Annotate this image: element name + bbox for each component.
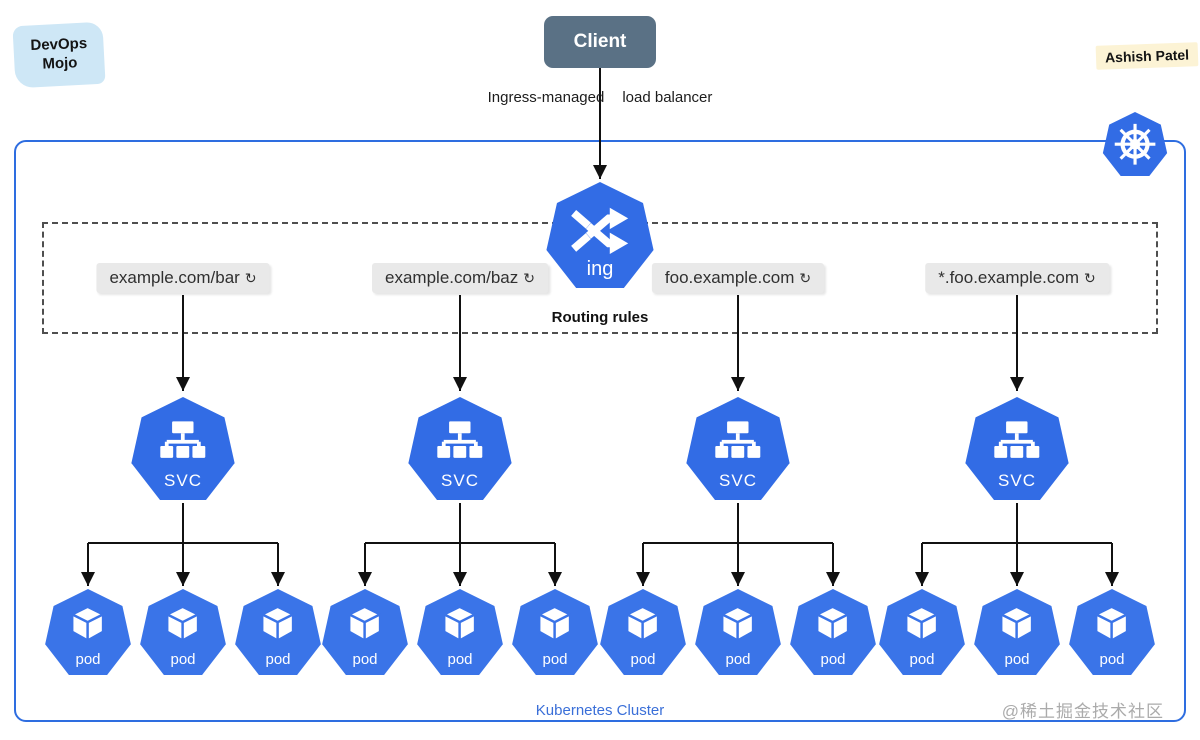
pod-node: pod [790,589,876,675]
pod-node: pod [512,589,598,675]
cube-icon [618,600,667,648]
pod-label: pod [820,651,846,669]
pod-label: pod [909,651,935,669]
cluster-label: Kubernetes Cluster [535,702,665,719]
pod-node: pod [695,589,781,675]
pod-label: pod [1004,651,1030,669]
load-balancer-caption-right: load balancer [622,89,713,106]
watermark: @稀土掘金技术社区 [1001,702,1164,721]
client-label: Client [573,31,627,52]
refresh-icon: ↻ [244,269,257,286]
routing-rule-text: example.com/bar [109,268,240,287]
service-tree-icon [428,415,492,469]
shuffle-arrows-icon [564,200,637,259]
routing-rule-baz: example.com/baz ↻ [372,263,548,293]
pod-label: pod [352,651,378,669]
routing-rule-text: *.foo.example.com [938,268,1080,287]
ingress-node: ing [546,182,654,288]
service-node-1: SVC [131,397,235,500]
routing-rule-bar: example.com/bar ↻ [96,263,270,293]
pod-node: pod [140,589,226,675]
kubernetes-logo [1102,112,1168,176]
client-node: Client [544,16,656,68]
service-label: SVC [441,470,479,490]
pod-label: pod [542,651,568,669]
cube-icon [992,600,1041,648]
devops-mojo-badge: DevOps Mojo [12,21,106,89]
kubernetes-helm-icon [1108,118,1162,170]
pod-node: pod [235,589,321,675]
devops-mojo-line1: DevOps [29,35,88,55]
pod-node: pod [879,589,965,675]
load-balancer-caption-left: Ingress-managed [487,89,605,106]
cube-icon [253,600,302,648]
routing-rules-title: Routing rules [551,309,649,326]
pod-label: pod [75,651,101,669]
pod-label: pod [1099,651,1125,669]
service-node-4: SVC [965,397,1069,500]
refresh-icon: ↻ [799,269,812,286]
service-node-2: SVC [408,397,512,500]
cube-icon [435,600,484,648]
service-tree-icon [151,415,215,469]
pod-node: pod [1069,589,1155,675]
routing-rule-wildcard-foo: *.foo.example.com ↻ [925,263,1109,293]
pod-node: pod [600,589,686,675]
refresh-icon: ↻ [1084,269,1096,286]
pod-node: pod [45,589,131,675]
routing-rule-text: example.com/baz [385,268,519,287]
pod-label: pod [447,651,473,669]
cube-icon [713,600,762,648]
service-tree-icon [985,415,1049,469]
cube-icon [340,600,389,648]
service-label: SVC [998,470,1036,490]
pod-node: pod [417,589,503,675]
service-node-3: SVC [686,397,790,500]
refresh-icon: ↻ [523,269,535,286]
cube-icon [897,600,946,648]
ingress-label: ing [586,257,614,280]
cube-icon [808,600,857,648]
cube-icon [1087,600,1136,648]
cube-icon [63,600,112,648]
devops-mojo-line2: Mojo [41,54,78,73]
routing-rule-text: foo.example.com [664,268,795,287]
service-label: SVC [164,470,202,490]
routing-rule-foo: foo.example.com ↻ [651,263,825,293]
service-label: SVC [719,470,757,490]
pod-label: pod [170,651,196,669]
pod-label: pod [265,651,291,669]
pod-label: pod [725,651,751,669]
pod-label: pod [630,651,656,669]
load-balancer-caption: Ingress-managed load balancer [0,89,1200,106]
author-badge: Ashish Patel [1095,42,1199,70]
pod-node: pod [322,589,408,675]
cube-icon [158,600,207,648]
service-tree-icon [706,415,770,469]
cube-icon [530,600,579,648]
pod-node: pod [974,589,1060,675]
